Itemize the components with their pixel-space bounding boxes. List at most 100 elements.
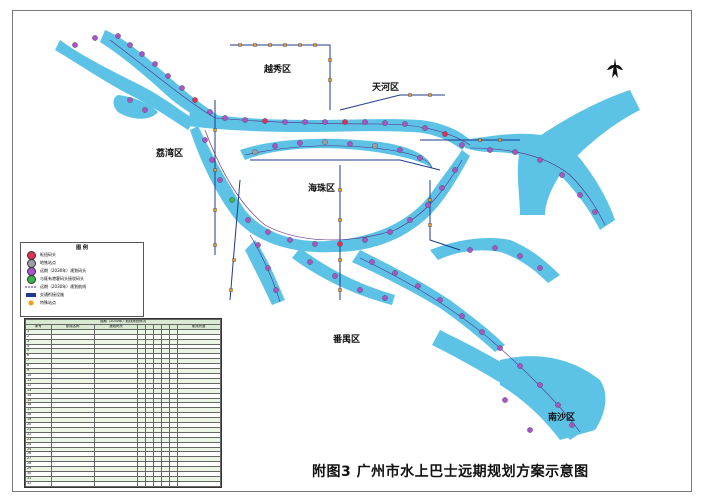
river-south-east [430, 238, 560, 283]
table-cell [153, 485, 162, 487]
station-marker [362, 237, 368, 243]
metro-stop-marker [283, 43, 287, 47]
station-marker [577, 192, 583, 198]
compass-icon [607, 58, 623, 78]
metro-stop-marker [213, 128, 217, 132]
figure-caption: 附图3 广州市水上巴士远期规划方案示意图 [312, 464, 589, 480]
legend-item-metro-station: 地铁站点 [21, 258, 143, 268]
metro-stop-marker [428, 93, 432, 97]
district-label-nansha: 南沙区 [548, 413, 576, 423]
station-marker [192, 97, 198, 103]
river-east-estuary [465, 133, 615, 230]
station-marker [202, 137, 208, 143]
station-marker [252, 149, 258, 155]
station-marker [372, 143, 378, 149]
station-marker [425, 202, 431, 208]
station-marker [209, 157, 215, 163]
legend-label: 远期（2030年）规划航线 [40, 284, 87, 289]
station-marker [502, 397, 508, 403]
station-marker [407, 217, 413, 223]
metro-stop-marker [213, 243, 217, 247]
station-marker [262, 118, 268, 124]
special-station-icon [28, 300, 34, 306]
map-legend: 图 例 枢纽码头 地铁站点 远期（2030年）规划码头 与既有港客码头接驳码头 … [20, 242, 144, 317]
legend-label: 地铁站点 [40, 260, 56, 265]
district-label-panyu: 番禺区 [333, 335, 361, 345]
table-cell [160, 485, 170, 487]
station-marker [397, 147, 403, 153]
metro-stop-marker [213, 168, 217, 172]
station-marker [487, 147, 493, 153]
station-marker [382, 120, 388, 126]
station-marker [297, 140, 303, 146]
station-marker [357, 287, 363, 293]
table-row: 18 [25, 412, 221, 419]
transfer-pier-icon [26, 274, 36, 284]
station-marker [72, 42, 78, 48]
station-marker [527, 427, 533, 433]
station-marker [332, 273, 338, 279]
legend-item-route: 远期（2030年）规划航线 [21, 283, 143, 291]
river-south-west [245, 240, 285, 305]
table-row: 9 [25, 368, 221, 374]
table-cell [137, 485, 147, 487]
station-marker [492, 245, 498, 251]
station-marker [369, 259, 375, 265]
station-marker [242, 117, 248, 123]
station-marker [127, 97, 133, 103]
legend-label: 特殊站点 [40, 300, 56, 305]
station-marker [217, 177, 223, 183]
metro-stop-marker [268, 43, 272, 47]
station-marker [322, 139, 328, 145]
table-header: 序号航线名称途经码头航线长度 [25, 323, 221, 330]
station-marker [417, 155, 423, 161]
station-marker [302, 119, 308, 125]
metro-line-north [230, 44, 331, 110]
metro-stop-marker [328, 58, 332, 62]
metro-stop-marker [338, 218, 342, 222]
metro-line-southwest [229, 179, 241, 301]
table-row: 30 [25, 471, 221, 477]
table-row: 21 [25, 426, 221, 433]
station-marker [569, 422, 575, 428]
legend-item-terminal: 枢纽码头 [21, 250, 143, 260]
metro-stop-marker [408, 93, 412, 97]
table-row: 2 [25, 333, 221, 340]
route-line [244, 145, 433, 169]
station-marker [459, 142, 465, 148]
metro-lines [214, 44, 520, 301]
metro-stop-marker [253, 43, 257, 47]
station-marker [179, 85, 185, 91]
legend-label: 枢纽码头 [40, 252, 56, 257]
metro-stop-marker [338, 188, 342, 192]
station-marker [537, 157, 543, 163]
metro-stop-marker [498, 138, 502, 142]
station-marker [139, 51, 145, 57]
legend-label: 远期（2030年）规划码头 [40, 268, 87, 273]
metro-line-east [339, 94, 445, 111]
station-marker [592, 209, 598, 215]
station-marker [442, 131, 448, 137]
station-marker [437, 297, 443, 303]
river-lower-loop [292, 248, 395, 305]
table-row: 5 [25, 348, 221, 355]
station-marker [245, 217, 251, 223]
station-marker [517, 253, 523, 259]
legend-item-connection: 交通衔接设施 [21, 291, 143, 299]
metro-stop-marker [229, 288, 233, 292]
station-marker [142, 107, 148, 113]
station-marker [415, 283, 421, 289]
metro-stop-marker [428, 223, 432, 227]
station-marker [229, 197, 235, 203]
station-marker [555, 402, 561, 408]
table-cell [168, 485, 178, 487]
table-row: 29 [25, 466, 221, 473]
metro-stop-marker [328, 78, 332, 82]
station-marker [387, 229, 393, 235]
station-marker [165, 73, 171, 79]
table-cell [176, 485, 221, 487]
station-marker [362, 119, 368, 125]
route-line [204, 129, 463, 241]
